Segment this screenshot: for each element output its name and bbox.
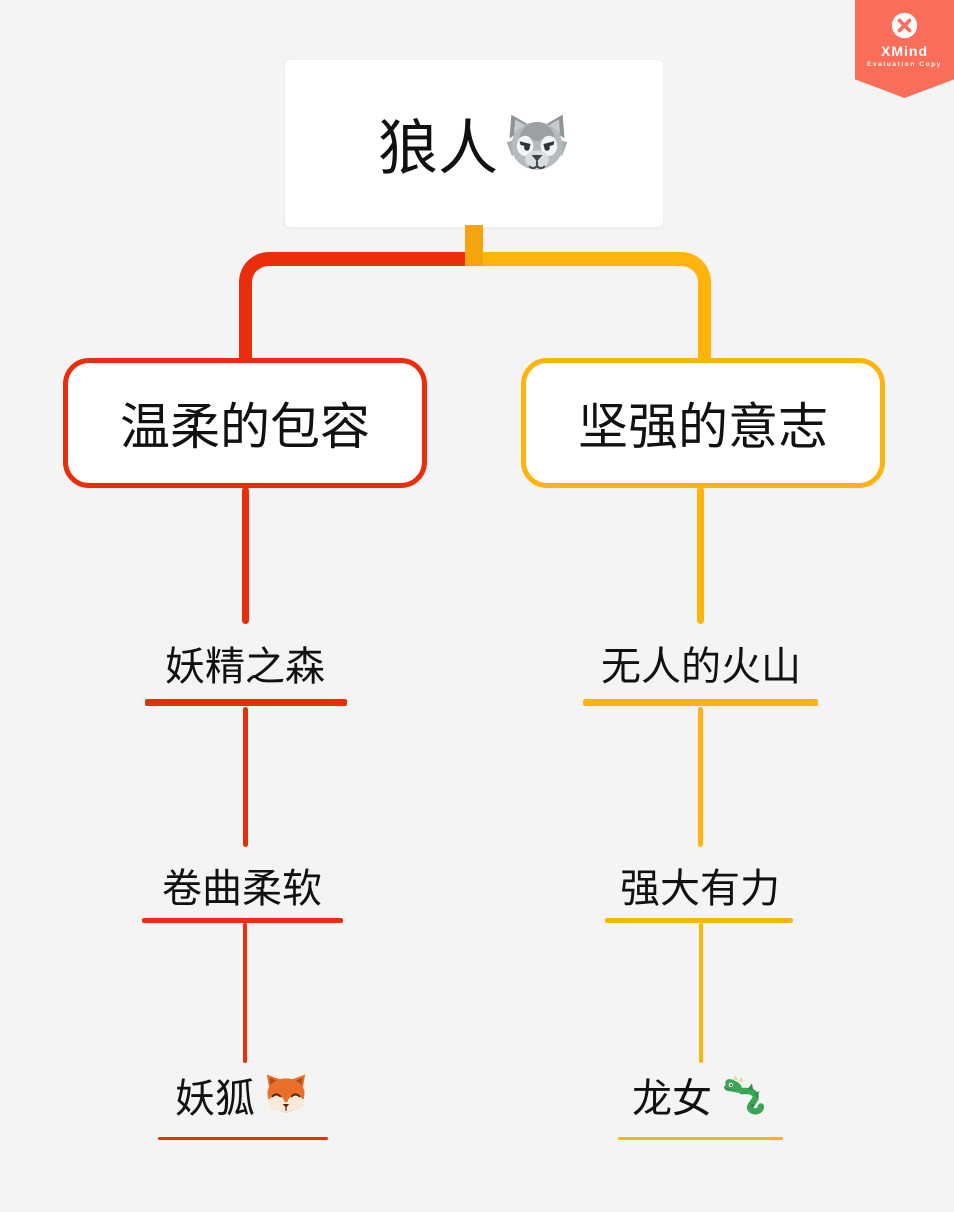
- topic-right-child-1[interactable]: 无人的火山: [601, 634, 801, 692]
- root-connector-stub: [465, 225, 483, 266]
- connector-right-3: [699, 923, 703, 1063]
- topic-left-child-2[interactable]: 卷曲柔软: [162, 856, 322, 914]
- topic-underline-right-3: [618, 1137, 783, 1140]
- wolf-emoji-icon: [504, 111, 570, 177]
- connector-left-3: [243, 923, 247, 1063]
- topic-underline-left-1: [145, 699, 347, 706]
- topic-right-child-2[interactable]: 强大有力: [620, 856, 780, 914]
- topic-label: 妖狐: [175, 1077, 255, 1121]
- topic-label: 强大有力: [620, 867, 780, 911]
- fox-emoji-icon: [263, 1072, 309, 1118]
- topic-left-child-1[interactable]: 妖精之森: [165, 634, 325, 692]
- dragon-emoji-icon: [720, 1072, 766, 1118]
- topic-underline-right-1: [583, 699, 818, 706]
- xmind-evaluation-badge[interactable]: XMind Evaluation Copy: [855, 0, 954, 98]
- branch-connector-left: [239, 252, 474, 358]
- topic-branch-left-label: 温柔的包容: [120, 399, 370, 455]
- topic-underline-left-3: [158, 1137, 328, 1140]
- topic-label: 龙女: [632, 1077, 712, 1121]
- branch-connector-right: [480, 252, 711, 358]
- topic-label: 无人的火山: [601, 645, 801, 689]
- topic-root-label: 狼人: [378, 115, 498, 182]
- connector-left-2: [243, 707, 248, 847]
- topic-left-leaf[interactable]: 妖狐: [175, 1066, 309, 1124]
- connector-right-1: [697, 487, 704, 624]
- badge-app-name: XMind: [881, 43, 928, 59]
- topic-label: 妖精之森: [165, 645, 325, 689]
- topic-root[interactable]: 狼人: [285, 60, 663, 227]
- connector-left-1: [242, 487, 249, 624]
- connector-right-2: [698, 707, 703, 847]
- topic-right-leaf[interactable]: 龙女: [632, 1066, 766, 1124]
- topic-branch-right[interactable]: 坚强的意志: [521, 358, 885, 488]
- badge-subtitle: Evaluation Copy: [867, 61, 942, 68]
- topic-underline-left-2: [142, 918, 343, 923]
- topic-label: 卷曲柔软: [162, 867, 322, 911]
- topic-branch-left[interactable]: 温柔的包容: [63, 358, 427, 488]
- topic-branch-right-label: 坚强的意志: [578, 399, 828, 455]
- topic-underline-right-2: [605, 918, 793, 923]
- xmind-logo-icon: [891, 12, 918, 39]
